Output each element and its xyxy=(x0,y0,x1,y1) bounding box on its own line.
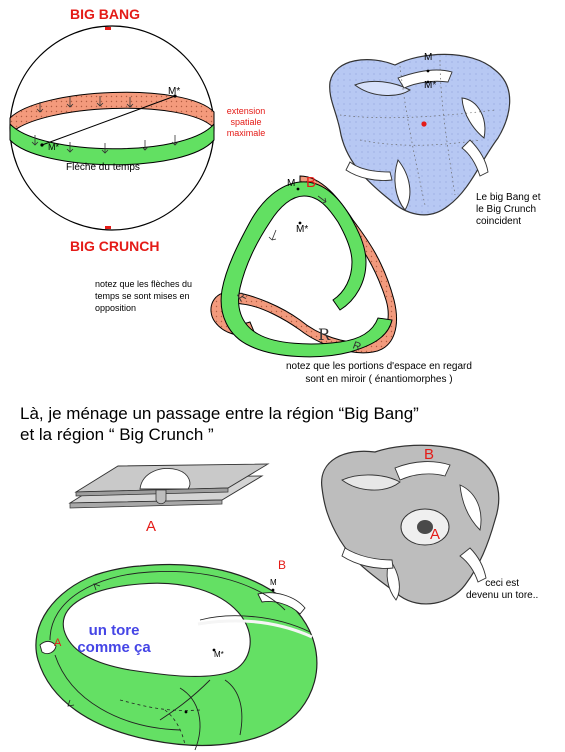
section-heading: Là, je ménage un passage entre la région… xyxy=(20,403,419,445)
heading-line-2: et la région “ Big Crunch ” xyxy=(20,425,214,444)
heading-line-1: Là, je ménage un passage entre la région… xyxy=(20,404,419,423)
m-star-front-label: M* xyxy=(48,142,59,152)
torus-m-label: M xyxy=(270,578,277,587)
gray-surface xyxy=(321,444,500,605)
gray-caption: ceci est devenu un tore.. xyxy=(466,578,538,602)
torus xyxy=(35,563,318,751)
torus-b-label: B xyxy=(278,558,287,572)
torus-m-star-label: M* xyxy=(214,650,224,659)
two-sheets xyxy=(68,463,270,509)
note-arrows-line-2: temps se sont mises en xyxy=(95,291,190,301)
extension-label: extension spatiale maximale xyxy=(218,106,274,139)
gray-a-label: A xyxy=(430,526,441,543)
blue-caption: Le big Bang et le Big Crunch coincident xyxy=(476,192,541,228)
spacetime-sphere xyxy=(9,25,215,231)
extension-line-1: extension xyxy=(226,106,266,116)
extension-line-2: spatiale xyxy=(230,117,262,127)
gray-caption-line-2: devenu un tore.. xyxy=(466,590,539,601)
blue-caption-line-2: le Big Crunch xyxy=(476,204,537,215)
torus-label-line-2: comme ça xyxy=(77,639,151,656)
blue-m-label: M xyxy=(424,52,433,63)
note-arrows-line-3: opposition xyxy=(95,303,137,313)
torus-label-line-1: un tore xyxy=(88,622,140,639)
big-crunch-label: BIG CRUNCH xyxy=(70,238,160,254)
m-star-label: M* xyxy=(168,86,181,97)
sheets-a-label: A xyxy=(146,518,157,535)
note-mirror-line-2: sont en miroir ( énantiomorphes ) xyxy=(305,374,453,385)
blue-surface xyxy=(329,53,511,216)
svg-text:R: R xyxy=(318,325,331,344)
big-bang-label: BIG BANG xyxy=(70,6,140,22)
mobius-m-star-label: M* xyxy=(296,224,309,235)
mobius-m-label: M xyxy=(287,178,296,189)
extension-line-3: maximale xyxy=(226,128,266,138)
mobius-b-label: B xyxy=(306,174,317,191)
note-arrows: notez que les flèches du temps se sont m… xyxy=(95,278,192,314)
torus-label: un tore comme ça xyxy=(74,622,154,656)
blue-caption-line-3: coincident xyxy=(476,216,522,227)
svg-text:R: R xyxy=(351,340,363,354)
gray-b-label: B xyxy=(424,446,435,463)
blue-caption-line-1: Le big Bang et xyxy=(476,192,541,203)
arrow-of-time-label: Flèche du temps xyxy=(66,162,140,173)
mobius-band: R R R xyxy=(210,175,397,358)
gray-caption-line-1: ceci est xyxy=(485,578,520,589)
note-mirror-line-1: notez que les portions d'espace en regar… xyxy=(286,361,472,372)
torus-a-label: A xyxy=(54,637,62,649)
note-arrows-line-1: notez que les flèches du xyxy=(95,279,193,289)
blue-m-star-label: M* xyxy=(424,80,437,91)
note-mirror: notez que les portions d'espace en regar… xyxy=(286,360,472,386)
